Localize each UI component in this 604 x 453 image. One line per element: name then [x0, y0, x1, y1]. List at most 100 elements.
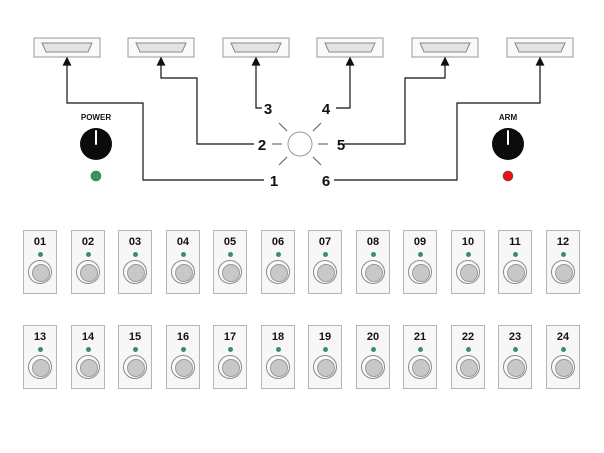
- channel-led: [86, 347, 91, 352]
- channel-number: 24: [556, 331, 570, 343]
- channel-10[interactable]: 10: [451, 230, 485, 294]
- channel-19[interactable]: 19: [308, 325, 342, 389]
- channel-button[interactable]: [456, 355, 480, 379]
- selector-tick-4: [312, 156, 322, 166]
- channel-22[interactable]: 22: [451, 325, 485, 389]
- selector-position-5: 5: [337, 137, 345, 154]
- channel-01[interactable]: 01: [23, 230, 57, 294]
- channel-button-cap: [32, 359, 50, 377]
- channel-button-cap: [460, 264, 478, 282]
- channel-number: 14: [81, 331, 95, 343]
- channel-03[interactable]: 03: [118, 230, 152, 294]
- channel-button[interactable]: [76, 355, 100, 379]
- channel-led: [276, 347, 281, 352]
- channel-20[interactable]: 20: [356, 325, 390, 389]
- channel-button-cap: [317, 359, 335, 377]
- channel-button[interactable]: [218, 260, 242, 284]
- channel-button[interactable]: [28, 260, 52, 284]
- channel-button-cap: [555, 359, 573, 377]
- channel-button[interactable]: [503, 355, 527, 379]
- channel-button-cap: [460, 359, 478, 377]
- channel-number: 09: [413, 236, 427, 248]
- channel-number: 23: [508, 331, 522, 343]
- channel-button[interactable]: [76, 260, 100, 284]
- channel-button[interactable]: [456, 260, 480, 284]
- channel-led: [371, 347, 376, 352]
- selector-switch[interactable]: [272, 122, 328, 166]
- channel-number: 08: [366, 236, 380, 248]
- selector-tick-1: [278, 156, 288, 166]
- channel-button-cap: [365, 264, 383, 282]
- channel-button-cap: [412, 359, 430, 377]
- channel-number: 19: [318, 331, 332, 343]
- channel-05[interactable]: 05: [213, 230, 247, 294]
- channel-button-cap: [80, 264, 98, 282]
- channel-button[interactable]: [408, 355, 432, 379]
- selector-position-2: 2: [258, 137, 266, 154]
- channel-led: [466, 347, 471, 352]
- channel-button[interactable]: [313, 355, 337, 379]
- connector-4: [316, 37, 384, 58]
- selector-position-3: 3: [264, 101, 272, 118]
- channel-08[interactable]: 08: [356, 230, 390, 294]
- channel-button-cap: [507, 264, 525, 282]
- channel-button[interactable]: [503, 260, 527, 284]
- channel-led: [276, 252, 281, 257]
- channel-09[interactable]: 09: [403, 230, 437, 294]
- channel-button[interactable]: [408, 260, 432, 284]
- selector-tick-3: [312, 122, 322, 132]
- channel-button[interactable]: [123, 260, 147, 284]
- channel-13[interactable]: 13: [23, 325, 57, 389]
- channel-button-cap: [127, 264, 145, 282]
- channel-21[interactable]: 21: [403, 325, 437, 389]
- channel-15[interactable]: 15: [118, 325, 152, 389]
- channel-button[interactable]: [28, 355, 52, 379]
- channel-04[interactable]: 04: [166, 230, 200, 294]
- channel-23[interactable]: 23: [498, 325, 532, 389]
- channel-number: 13: [33, 331, 47, 343]
- channel-button[interactable]: [123, 355, 147, 379]
- channel-number: 06: [271, 236, 285, 248]
- channel-14[interactable]: 14: [71, 325, 105, 389]
- channel-button-cap: [270, 264, 288, 282]
- channel-11[interactable]: 11: [498, 230, 532, 294]
- channel-button[interactable]: [361, 260, 385, 284]
- power-knob[interactable]: [80, 128, 112, 160]
- channel-button[interactable]: [551, 355, 575, 379]
- channel-12[interactable]: 12: [546, 230, 580, 294]
- channel-number: 16: [176, 331, 190, 343]
- channel-number: 02: [81, 236, 95, 248]
- channel-17[interactable]: 17: [213, 325, 247, 389]
- channel-led: [513, 347, 518, 352]
- channel-02[interactable]: 02: [71, 230, 105, 294]
- channel-16[interactable]: 16: [166, 325, 200, 389]
- channel-button-cap: [222, 359, 240, 377]
- connector-1: [33, 37, 101, 58]
- arm-knob[interactable]: [492, 128, 524, 160]
- connector-2: [127, 37, 195, 58]
- channel-button[interactable]: [313, 260, 337, 284]
- wire-3: [255, 62, 262, 109]
- channel-led: [38, 347, 43, 352]
- wire-1: [66, 62, 264, 181]
- selector-dial[interactable]: [287, 131, 313, 157]
- channel-24[interactable]: 24: [546, 325, 580, 389]
- channel-07[interactable]: 07: [308, 230, 342, 294]
- channel-number: 04: [176, 236, 190, 248]
- channel-button[interactable]: [266, 260, 290, 284]
- channel-button[interactable]: [361, 355, 385, 379]
- arrowhead-1: [62, 56, 72, 66]
- channel-button[interactable]: [171, 260, 195, 284]
- channel-button-cap: [270, 359, 288, 377]
- channel-button[interactable]: [218, 355, 242, 379]
- channel-led: [323, 347, 328, 352]
- channel-button[interactable]: [171, 355, 195, 379]
- channel-button[interactable]: [266, 355, 290, 379]
- channel-06[interactable]: 06: [261, 230, 295, 294]
- channel-18[interactable]: 18: [261, 325, 295, 389]
- channel-button[interactable]: [551, 260, 575, 284]
- channel-led: [38, 252, 43, 257]
- channel-number: 12: [556, 236, 570, 248]
- connector-5: [411, 37, 479, 58]
